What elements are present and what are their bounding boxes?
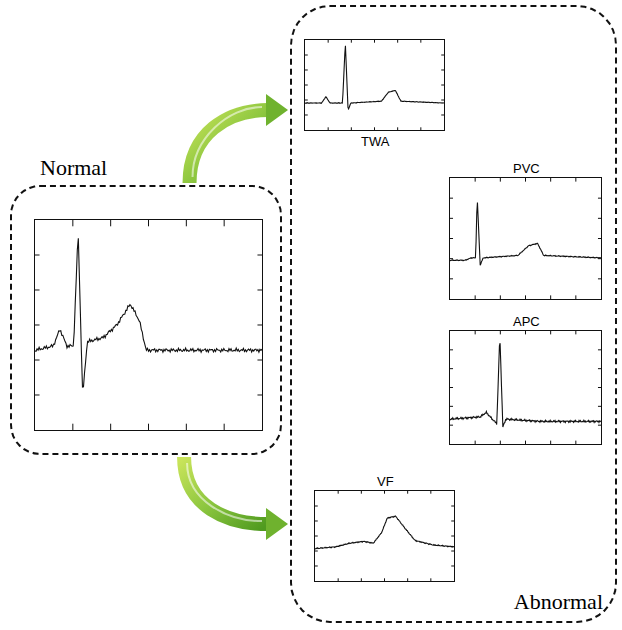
apc-plot: APC bbox=[449, 330, 602, 445]
plot-label: TWA bbox=[361, 134, 389, 149]
abnormal-region: AbnormalTWAPVCAPCVF bbox=[290, 5, 617, 623]
flow-arrow bbox=[184, 457, 288, 540]
pvc-plot: PVC bbox=[449, 177, 602, 300]
ecg-plot-frame bbox=[34, 219, 263, 431]
vf-plot: VF bbox=[314, 490, 455, 582]
plot-label: PVC bbox=[513, 161, 540, 176]
normal-region: Normal bbox=[10, 185, 282, 455]
twa-plot: TWA bbox=[304, 39, 445, 131]
plot-label: VF bbox=[377, 474, 394, 489]
plot-label: APC bbox=[513, 314, 540, 329]
ecg-trace bbox=[305, 40, 444, 130]
region-label: Normal bbox=[40, 155, 107, 181]
flow-arrow bbox=[190, 94, 288, 183]
ecg-trace bbox=[315, 491, 454, 581]
region-label: Abnormal bbox=[514, 589, 603, 615]
ecg-trace bbox=[450, 331, 601, 444]
ecg-trace bbox=[35, 220, 262, 430]
ecg-trace bbox=[450, 178, 601, 299]
